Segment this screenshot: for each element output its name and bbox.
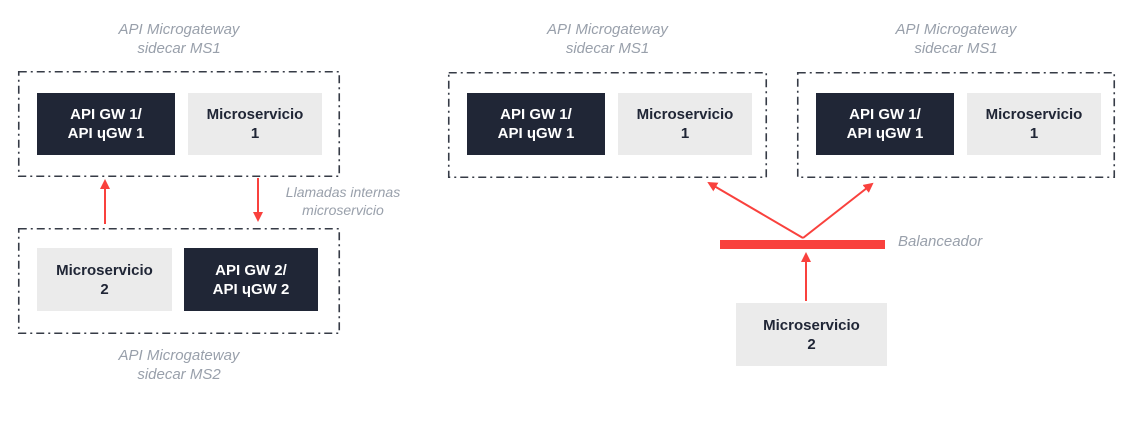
microservice-1-box-left: Microservicio 1 — [188, 93, 322, 155]
microservice-1-box-right: Microservicio 1 — [967, 93, 1101, 155]
sidecar-ms1-left-title: API Microgateway sidecar MS1 — [118, 21, 240, 57]
sidecar-ms1-right-border — [796, 71, 1116, 179]
load-balancer-bar — [720, 240, 885, 249]
sidecar-ms1-middle-border — [447, 71, 768, 179]
internal-calls-label: Llamadas internas microservicio — [285, 184, 401, 218]
gateway-1-box-middle: API GW 1/ API ɥGW 1 — [467, 93, 605, 155]
sidecar-ms2-title: API Microgateway sidecar MS2 — [118, 347, 240, 383]
arrow-balancer-to-sidecar-right — [802, 182, 874, 239]
sidecar-ms1-middle-title: API Microgateway sidecar MS1 — [547, 21, 668, 57]
gateway-1-box-left: API GW 1/ API ɥGW 1 — [37, 93, 175, 155]
sidecar-ms2-border — [17, 227, 341, 335]
microservice-2-box-bottom: Microservicio 2 — [736, 303, 887, 366]
arrow-balancer-to-sidecar-left — [707, 181, 804, 239]
balancer-label: Balanceador — [898, 233, 983, 250]
gateway-2-box-left: API GW 2/ API ɥGW 2 — [184, 248, 318, 311]
sidecar-ms1-right-title: API Microgateway sidecar MS1 — [895, 21, 1017, 57]
microservice-2-box-left: Microservicio 2 — [37, 248, 172, 311]
sidecar-ms1-left-border — [17, 70, 341, 178]
microservice-1-box-middle: Microservicio 1 — [618, 93, 752, 155]
gateway-1-box-right: API GW 1/ API ɥGW 1 — [816, 93, 954, 155]
